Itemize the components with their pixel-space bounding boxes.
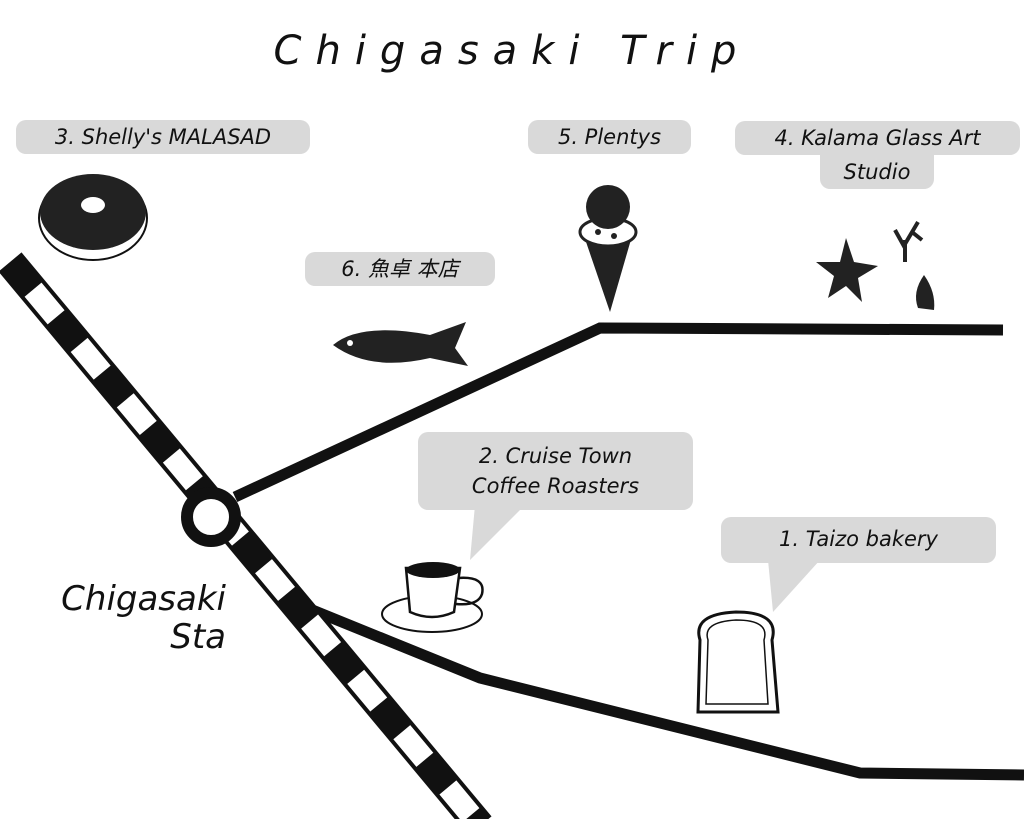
station-label-line1: Chigasaki: [61, 579, 226, 619]
bread-icon: [696, 610, 780, 714]
place-label-1: 1. Taizo bakery: [721, 517, 996, 563]
callout-tail-2: [470, 505, 525, 560]
place-label-2-line2: Coffee Roasters: [471, 474, 640, 498]
page-title: Chigasaki Trip: [273, 28, 751, 74]
place-label-6: 6. 魚卓 本店: [305, 252, 495, 286]
callout-tail-1: [768, 560, 820, 612]
place-label-2: 2. Cruise Town Coffee Roasters: [418, 432, 693, 510]
place-label-3: 3. Shelly's MALASAD: [16, 120, 310, 154]
place-label-2-line1: 2. Cruise Town: [478, 444, 633, 468]
station-marker: [181, 487, 241, 547]
place-label-5: 5. Plentys: [528, 120, 691, 154]
road-upper: [232, 322, 1004, 502]
donut-icon: [38, 174, 148, 261]
place-label-4: 4. Kalama Glass Art: [735, 121, 1020, 155]
place-label-4-line2-box: Studio: [820, 155, 934, 189]
coffee-cup-icon: [381, 562, 484, 633]
fish-icon: [333, 322, 468, 366]
coral-icon: [893, 220, 924, 262]
station-label-line2: Sta: [170, 617, 226, 657]
road-lower: [297, 599, 1024, 781]
station-label: Chigasaki Sta: [20, 580, 226, 656]
railway-line: [0, 252, 492, 819]
ice-cream-icon: [578, 185, 638, 312]
place-label-4-line1: 4. Kalama Glass Art: [774, 126, 981, 150]
shell-icon: [916, 275, 935, 310]
starfish-icon: [816, 238, 878, 302]
